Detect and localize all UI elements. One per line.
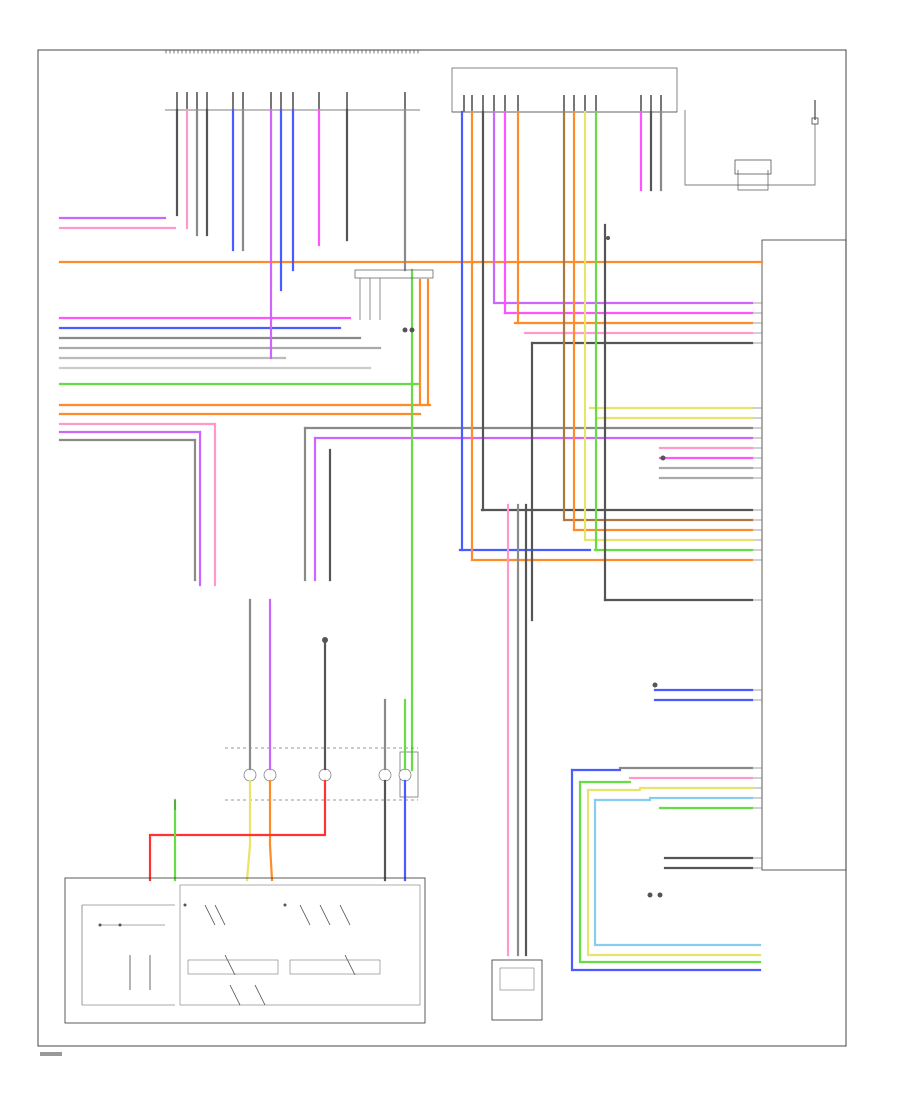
figure-id-mark bbox=[40, 1052, 62, 1056]
acm-vertical-wires bbox=[460, 110, 663, 622]
module-pin-stubs bbox=[752, 261, 762, 869]
diagram-frame bbox=[37, 49, 847, 1047]
clockspring-vertical-wires bbox=[506, 503, 528, 957]
front-controls-interface-module-connector bbox=[165, 50, 420, 111]
switch-contacts bbox=[129, 904, 356, 1006]
module-input-wires bbox=[303, 301, 754, 870]
lower-left-vertical-wires bbox=[193, 422, 332, 587]
speaker-output-wires bbox=[570, 768, 762, 972]
splice-nodes bbox=[402, 236, 666, 898]
switch-feed-wires bbox=[148, 779, 407, 882]
splice-connector-c1 bbox=[354, 269, 434, 320]
left-bus-wires bbox=[58, 216, 764, 442]
audio-control-module bbox=[752, 239, 847, 871]
microphone bbox=[491, 959, 543, 1021]
inline-connector-pins bbox=[243, 768, 412, 782]
lower-connector-row bbox=[225, 598, 419, 801]
antenna-icon bbox=[684, 100, 819, 191]
front-audio-control-switch bbox=[64, 877, 426, 1024]
audio-control-module-top-connector bbox=[451, 67, 678, 113]
front-controls-vertical-wires bbox=[175, 108, 430, 772]
